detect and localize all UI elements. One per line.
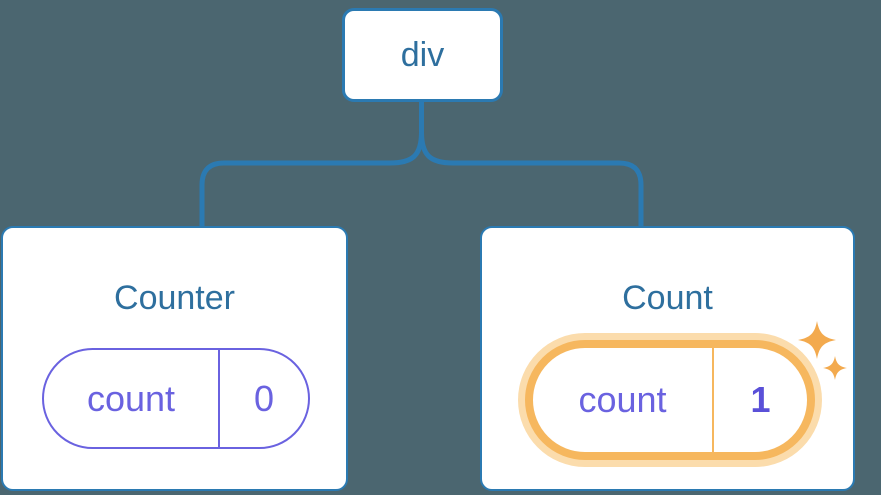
root-node-label: div xyxy=(400,35,445,74)
sparkle-icon xyxy=(798,321,847,380)
component-card-count: Count count 1 xyxy=(480,226,855,491)
state-value: 1 xyxy=(712,348,807,452)
state-value: 0 xyxy=(218,350,308,447)
component-title: Count xyxy=(622,279,713,317)
root-node: div xyxy=(342,8,503,102)
component-card-counter: Counter count 0 xyxy=(1,226,348,491)
state-pill-highlighted: count 1 xyxy=(525,340,815,460)
state-key: count xyxy=(86,377,176,419)
component-title: Counter xyxy=(114,279,235,317)
state-key: count xyxy=(578,379,667,420)
state-pill: count 0 xyxy=(42,348,310,449)
